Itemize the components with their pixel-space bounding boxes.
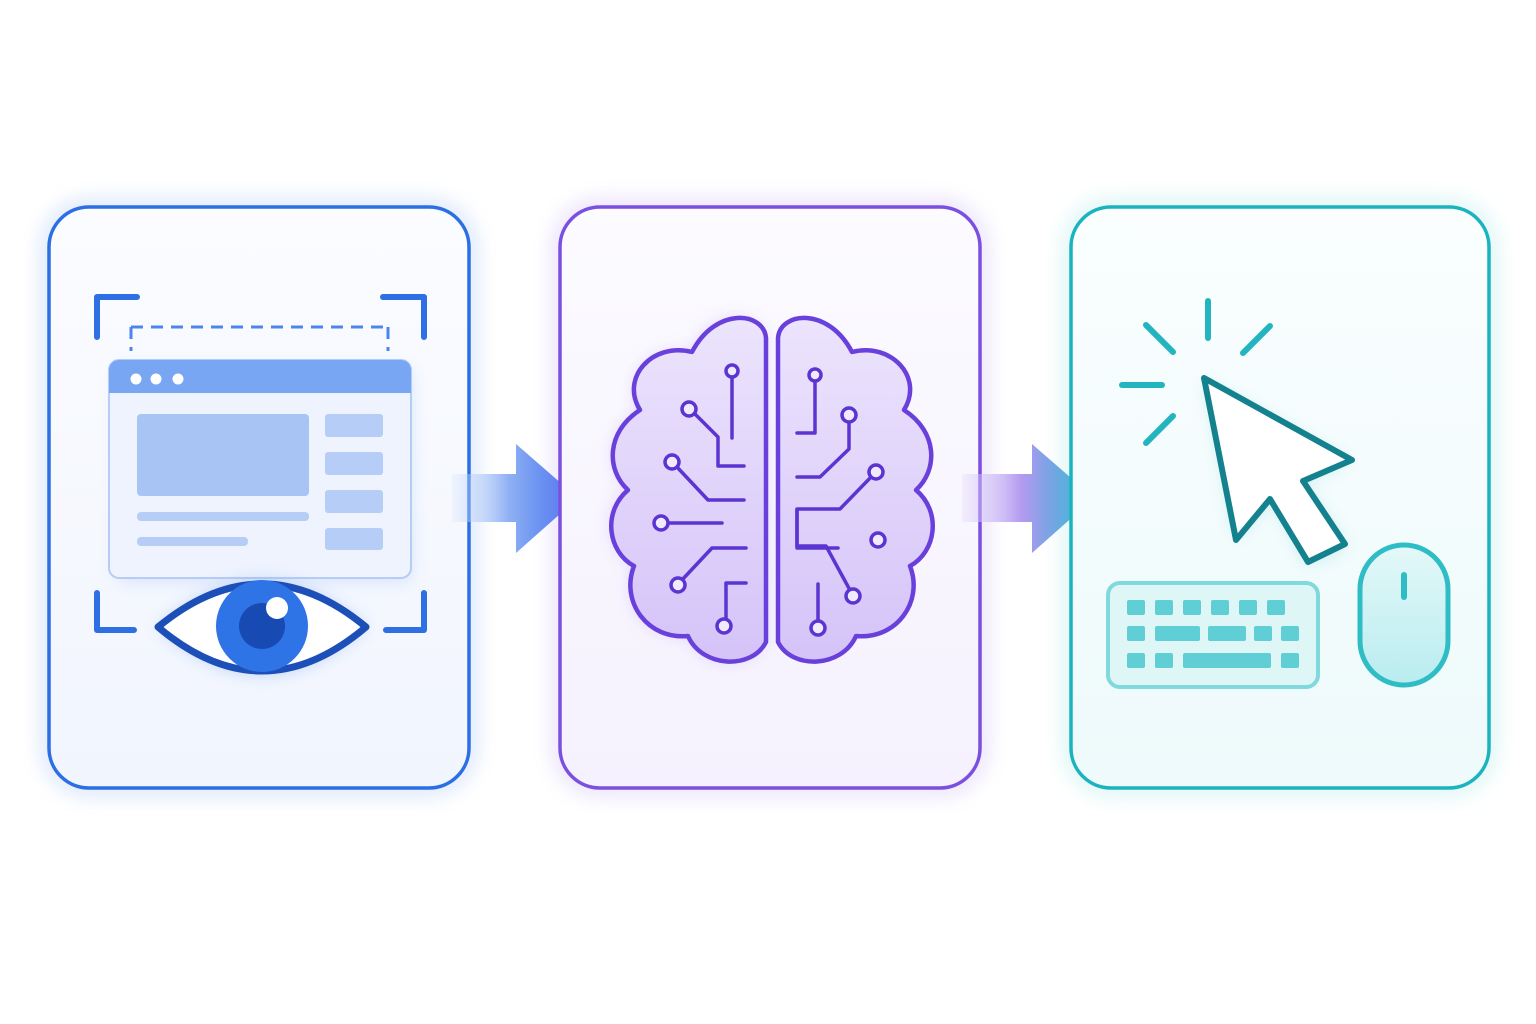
window-dot-icon — [130, 373, 142, 385]
keyboard-icon — [1106, 581, 1320, 689]
browser-window-icon — [108, 359, 412, 582]
right-arrow-icon — [962, 444, 1094, 553]
window-dot-icon — [172, 373, 184, 385]
dashed-capture-line — [129, 325, 390, 351]
reason-card — [554, 201, 986, 794]
click-burst-icon — [1119, 298, 1273, 446]
circuit-node-icon — [724, 363, 740, 379]
mouse-icon — [1357, 542, 1451, 688]
cursor-keyboard-mouse-icon — [1106, 298, 1451, 689]
circuit-node-icon — [715, 617, 733, 635]
circuit-node-icon — [652, 514, 670, 532]
window-dot-icon — [150, 373, 162, 385]
circuit-node-icon — [844, 587, 862, 605]
mouse-pointer-icon — [1201, 375, 1355, 566]
left-hemisphere — [609, 315, 769, 664]
circuit-node-icon — [680, 400, 698, 418]
eye-icon — [154, 580, 370, 675]
capture-frame-corners — [94, 294, 427, 633]
left-circuit-traces — [662, 374, 748, 625]
perceive-card — [43, 201, 475, 794]
circuit-node-icon — [669, 576, 687, 594]
circuit-node-icon — [840, 406, 858, 424]
circuit-node-icon — [807, 367, 823, 383]
screen-capture-eye-icon — [94, 294, 427, 675]
circuit-brain-icon — [609, 315, 935, 664]
right-circuit-traces — [795, 378, 875, 628]
circuit-node-icon — [809, 619, 827, 637]
circuit-node-icon — [867, 463, 885, 481]
right-arrow-icon — [452, 444, 578, 553]
act-card — [1065, 201, 1495, 794]
circuit-node-icon — [869, 531, 887, 549]
circuit-node-icon — [663, 453, 681, 471]
